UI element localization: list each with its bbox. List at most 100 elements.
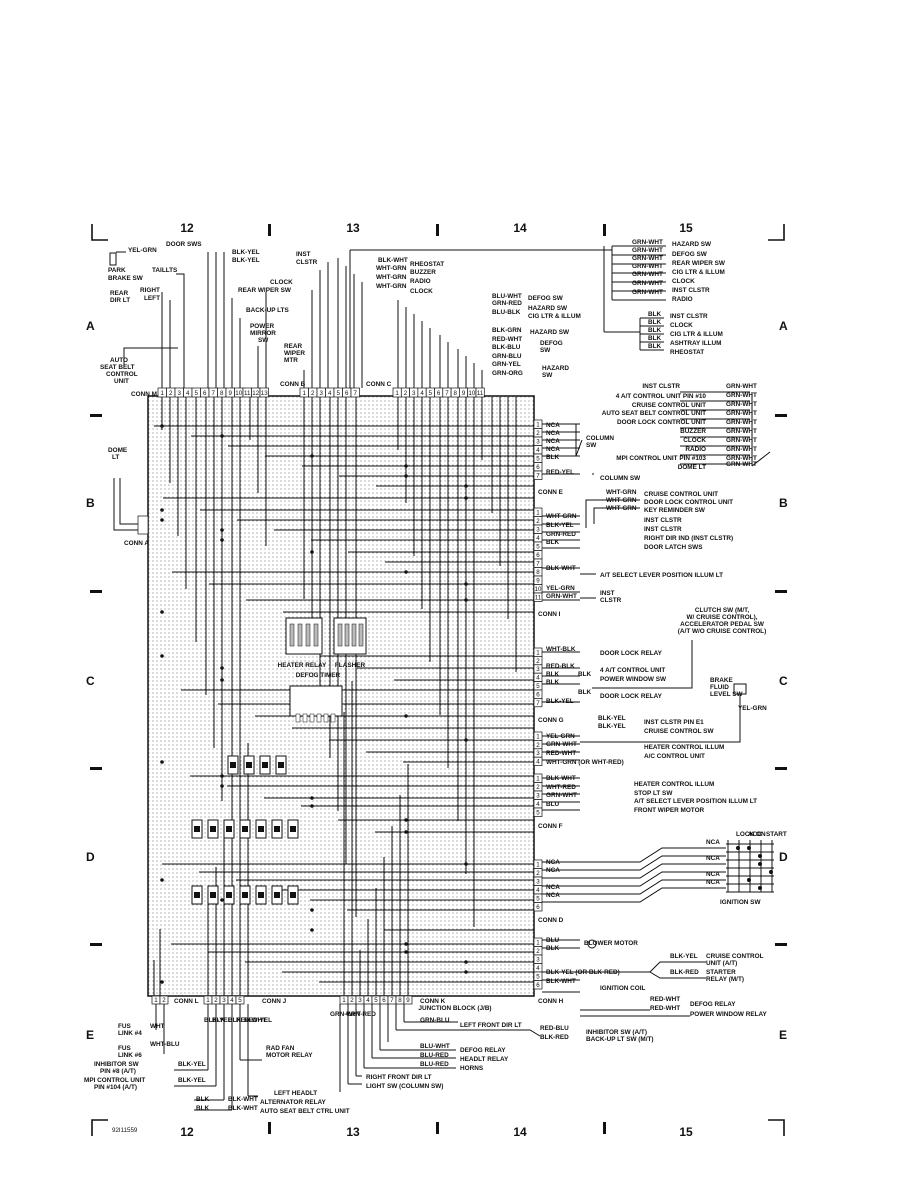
wire-label: INST	[296, 251, 311, 258]
wire-label: GRN-WHT	[726, 410, 757, 417]
svg-text:CONN H: CONN H	[538, 998, 564, 1005]
wire-label: INST CLSTR	[670, 313, 708, 320]
wire-label: BLK	[648, 319, 662, 326]
svg-text:9: 9	[536, 578, 540, 585]
wire-label: RHEOSTAT	[670, 349, 704, 356]
svg-text:5: 5	[337, 390, 341, 397]
svg-text:2: 2	[404, 390, 408, 397]
wire-label: BLK-YEL	[232, 249, 260, 256]
wire-label: BLK-YEL	[546, 698, 574, 705]
wire-label: BLK-YEL	[178, 1077, 206, 1084]
svg-text:6: 6	[536, 464, 540, 471]
wire-label: BLK	[546, 671, 560, 678]
wire-label: GRN-WHT	[546, 593, 577, 600]
svg-text:5: 5	[536, 974, 540, 981]
wire-label: GRN-WHT	[632, 289, 663, 296]
drawing-id: 92I11559	[112, 1127, 138, 1134]
svg-text:JUNCTION BLOCK (J/B): JUNCTION BLOCK (J/B)	[418, 1005, 491, 1012]
wire-label: BLK-BLU	[492, 344, 521, 351]
wire-label: ACCELERATOR PEDAL SW	[680, 621, 765, 628]
wire-label: GRN-WHT	[726, 455, 757, 462]
svg-text:2: 2	[350, 997, 354, 1004]
wire-label: WHT-GRN	[546, 513, 577, 520]
wire-label: DOOR LOCK CONTROL UNIT	[644, 499, 733, 506]
wire-label: DOOR LATCH SWS	[644, 544, 703, 551]
wire-label: IGNITION COIL	[600, 985, 646, 992]
svg-text:E: E	[779, 1028, 787, 1042]
wire-label: YEL-GRN	[738, 705, 767, 712]
wire-label: HAZARD SW	[528, 305, 568, 312]
wire-label: GRN-WHT	[632, 280, 663, 287]
svg-text:5: 5	[536, 683, 540, 690]
wire-label: INST CLSTR	[644, 517, 682, 524]
svg-text:9: 9	[229, 390, 233, 397]
wire-label: RADIO	[672, 296, 693, 303]
wire-label: PIN #8 (A/T)	[100, 1068, 136, 1075]
wire-label: CLOCK	[672, 278, 695, 285]
wire-label: REAR WIPER SW	[672, 260, 726, 267]
svg-text:CONN F: CONN F	[538, 823, 563, 830]
wire-label: NCA	[706, 839, 720, 846]
svg-text:1: 1	[536, 422, 540, 429]
wire-label: HEATER CONTROL ILLUM	[634, 781, 714, 788]
wire-label: CRUISE CONTROL SW	[644, 728, 714, 735]
wire-label: GRN-WHT	[726, 392, 757, 399]
svg-text:CONN G: CONN G	[538, 717, 564, 724]
wire-label: BLK-RED	[540, 1034, 569, 1041]
wire-label: POWER WINDOW SW	[600, 676, 667, 683]
wire-label: REAR	[110, 290, 128, 297]
wire-label: DOOR LOCK RELAY	[600, 693, 663, 700]
wire-label: DOOR LOCK RELAY	[600, 650, 663, 657]
svg-text:1: 1	[161, 390, 165, 397]
wire-label: INST CLSTR	[672, 287, 710, 294]
svg-text:1: 1	[536, 510, 540, 517]
wire-label: BLK-WHT	[546, 775, 576, 782]
wire-label: DEFOG RELAY	[460, 1047, 506, 1054]
wire-label: WHT-BLK	[546, 646, 576, 653]
grid-col-15-top: 15	[679, 221, 693, 235]
svg-text:2: 2	[536, 742, 540, 749]
wire-label: RIGHT FRONT DIR LT	[366, 1074, 432, 1081]
svg-text:3: 3	[320, 390, 324, 397]
wire-label: DIR LT	[110, 297, 130, 304]
svg-text:3: 3	[536, 793, 540, 800]
wire-label: RAD FAN	[266, 1045, 295, 1052]
svg-text:CONN B: CONN B	[280, 381, 306, 388]
wire-label: YEL-GRN	[128, 247, 157, 254]
wire-label: BLK	[648, 335, 662, 342]
wire-label: POWER	[250, 323, 275, 330]
svg-text:5: 5	[536, 544, 540, 551]
svg-text:CONN C: CONN C	[366, 381, 392, 388]
wire-label: NCA	[546, 438, 560, 445]
wire-label: BLK	[212, 1017, 226, 1024]
wire-label: BLK	[648, 343, 662, 350]
wire-label: NCA	[706, 871, 720, 878]
wire-label: BLK	[228, 1017, 242, 1024]
wire-label: RED-WHT	[546, 750, 576, 757]
wire-label: GRN-RED	[346, 1011, 376, 1018]
wire-label: SEAT BELT	[100, 364, 135, 371]
wire-label: NCA	[546, 859, 560, 866]
wire-label: BUZZER	[410, 269, 436, 276]
wire-label: HEADLT RELAY	[460, 1056, 509, 1063]
wire-label: INHIBITOR SW (A/T)	[586, 1029, 647, 1036]
wire-label: GRN-WHT	[546, 741, 577, 748]
wire-label: NCA	[546, 422, 560, 429]
wire-label: HAZARD	[542, 365, 569, 372]
corner-marks	[91, 224, 785, 1136]
wire-label: GRN-WHT	[546, 792, 577, 799]
svg-text:5: 5	[536, 456, 540, 463]
wire-label: NCA	[546, 892, 560, 899]
wire-label: MOTOR RELAY	[266, 1052, 313, 1059]
svg-text:3: 3	[358, 997, 362, 1004]
wire-label: START	[766, 831, 787, 838]
svg-text:10: 10	[468, 390, 475, 397]
svg-text:1: 1	[536, 776, 540, 783]
svg-text:6: 6	[437, 390, 441, 397]
wire-label: LEFT HEADLT	[274, 1090, 317, 1097]
svg-text:7: 7	[536, 561, 540, 568]
svg-text:1: 1	[536, 940, 540, 947]
svg-text:CONN L: CONN L	[174, 998, 199, 1005]
wire-label: RIGHT	[140, 287, 160, 294]
